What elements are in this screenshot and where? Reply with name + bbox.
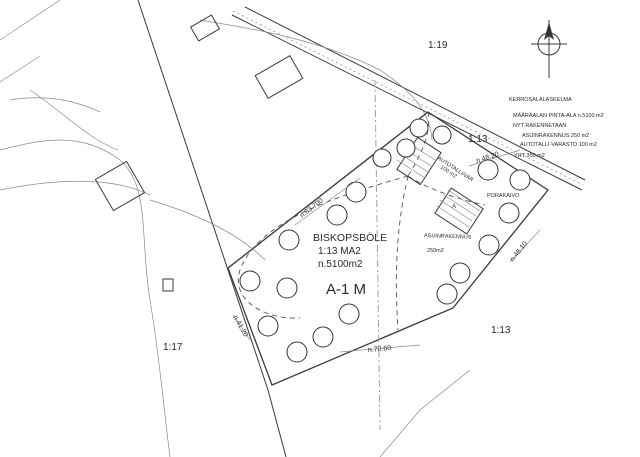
house-label: ASUINRAKENNUS [424, 233, 472, 241]
site-parcel-id: 1:13 MA2 [318, 246, 361, 257]
parcel-label-13-right: 1:13 [491, 325, 511, 336]
house-mark: A [452, 204, 456, 210]
legend-line-5: YHT 350 m2 [514, 153, 545, 159]
parcel-label-13-top: 1:13 [468, 134, 488, 145]
area-calculation-legend: KERROSALALASKELMA MÄÄRÄALAN PINTA-ALA n.… [509, 97, 604, 159]
tree-symbols [239, 118, 531, 363]
legend-title: KERROSALALASKELMA [509, 97, 572, 103]
house-building [434, 187, 484, 235]
neighbour-buildings [94, 14, 304, 292]
dimension-label-3: n.48.10 [509, 240, 529, 263]
road-lines [231, 6, 586, 191]
house-area: 250m2 [427, 248, 444, 254]
site-village-name: BISKOPSBÖLE [313, 232, 387, 244]
dimension-leaders [232, 149, 541, 353]
parcel-label-17: 1:17 [163, 342, 183, 353]
parcel-label-19: 1:19 [428, 40, 448, 51]
dimension-label-5: n.70.60 [368, 345, 392, 354]
north-arrow-icon [531, 20, 567, 78]
site-area: n.5100m2 [318, 259, 363, 270]
legend-line-4: AUTOTALLI-VARASTO 100 m2 [520, 142, 597, 148]
neighbour-boundaries [0, 0, 471, 457]
porch-label: PORAKAIVO [487, 193, 520, 199]
legend-line-3: ASUINRAKENNUS 250 m2 [522, 133, 589, 139]
dimension-label-1: n.83.700 [299, 197, 325, 219]
legend-line-1: MÄÄRÄALAN PINTA-ALA n.5100 m2 [513, 112, 604, 119]
site-zoning: A-1 M [326, 281, 366, 298]
legend-line-2: NYT RAKENNETAAN [513, 123, 566, 129]
plot-boundary [227, 111, 549, 386]
